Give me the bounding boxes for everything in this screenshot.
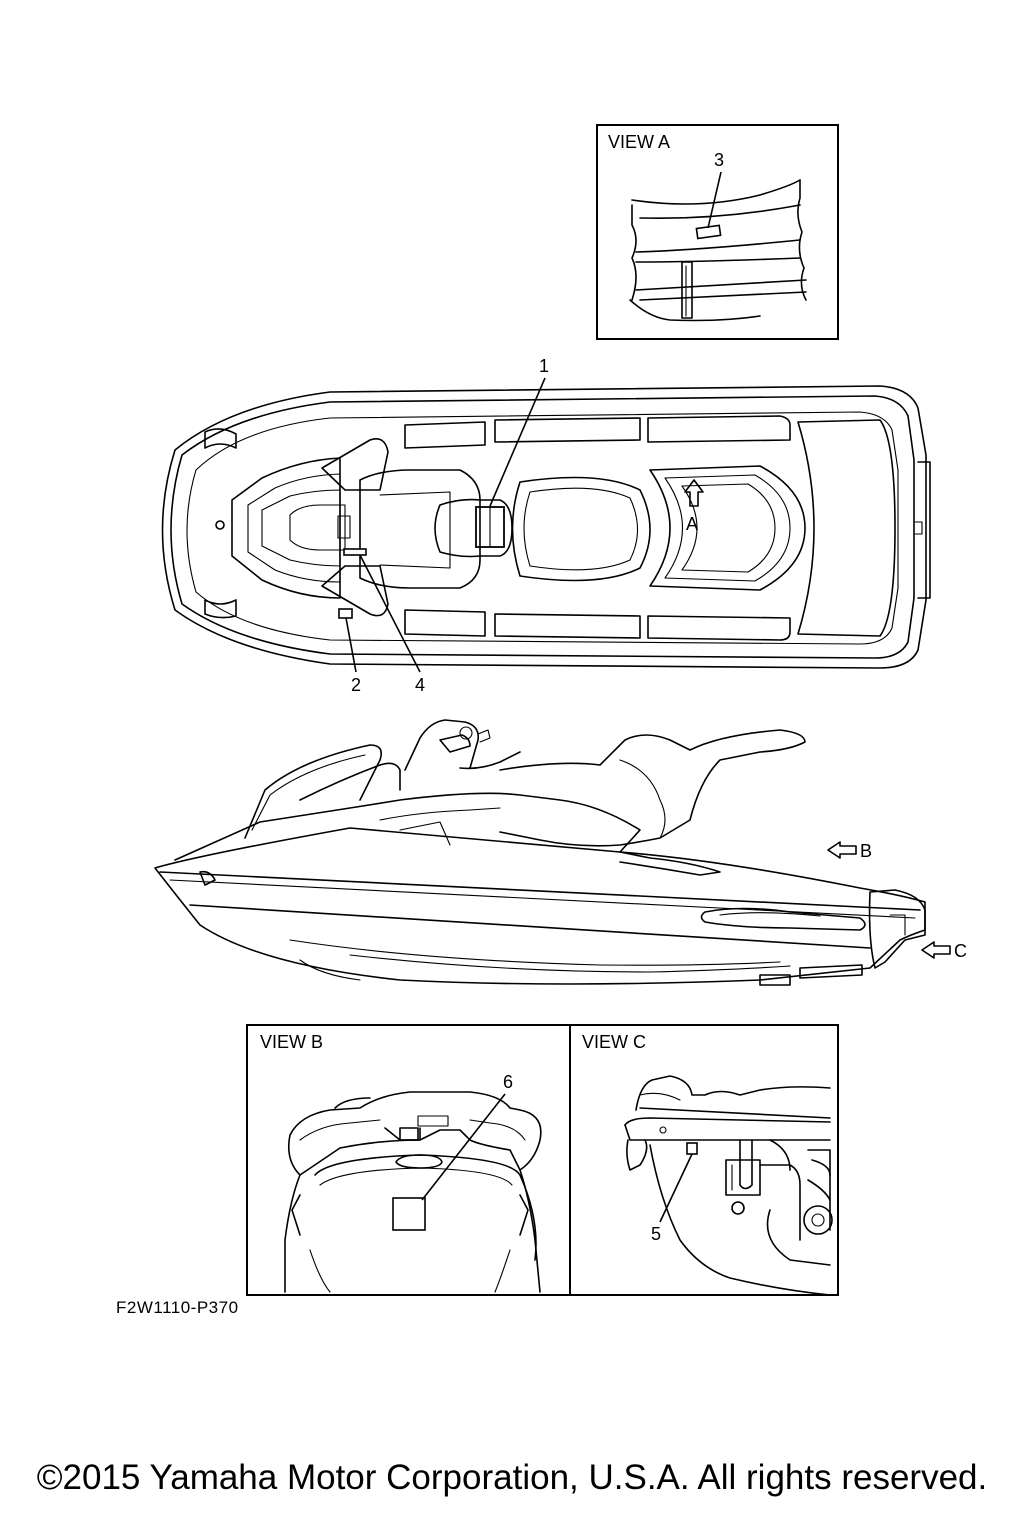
view-b-label: VIEW B xyxy=(260,1032,323,1052)
label-5 xyxy=(686,1142,698,1155)
callout-4: 4 xyxy=(415,675,425,695)
arrow-c: C xyxy=(921,941,967,961)
view-a-inset: VIEW A 3 xyxy=(596,124,839,340)
label-6 xyxy=(392,1197,426,1231)
arrow-b: B xyxy=(827,841,872,861)
arrow-b-label: B xyxy=(860,841,872,861)
view-a-frame xyxy=(596,124,839,340)
callout-6: 6 xyxy=(503,1072,513,1092)
diagram-part-code: F2W1110-P370 xyxy=(116,1298,239,1317)
callout-2: 2 xyxy=(351,675,361,695)
leader-5 xyxy=(659,1153,693,1223)
view-c-drawing xyxy=(624,1075,833,1296)
callout-3: 3 xyxy=(714,150,724,170)
arrow-c-label: C xyxy=(954,941,967,961)
leader-4 xyxy=(359,554,421,673)
label-2 xyxy=(338,608,353,619)
copyright-notice: ©2015 Yamaha Motor Corporation, U.S.A. A… xyxy=(36,1458,988,1497)
view-a-label: VIEW A xyxy=(608,132,670,152)
leader-3 xyxy=(707,171,722,229)
arrow-a: A xyxy=(684,479,704,534)
label-4 xyxy=(343,548,367,556)
leader-2 xyxy=(345,617,357,673)
leader-1 xyxy=(489,377,546,507)
top-view: 1 xyxy=(161,356,931,669)
view-b-c-frame xyxy=(246,1024,839,1296)
callout-5: 5 xyxy=(651,1224,661,1244)
callout-1: 1 xyxy=(539,356,549,376)
view-b-c-panel: VIEW B VIEW C xyxy=(246,1024,839,1296)
view-a-hull-drawing xyxy=(629,179,807,322)
view-c-label: VIEW C xyxy=(582,1032,646,1052)
leader-6 xyxy=(421,1093,506,1201)
view-b-drawing xyxy=(284,1091,542,1293)
side-view xyxy=(154,719,926,986)
arrow-a-label: A xyxy=(686,514,698,534)
